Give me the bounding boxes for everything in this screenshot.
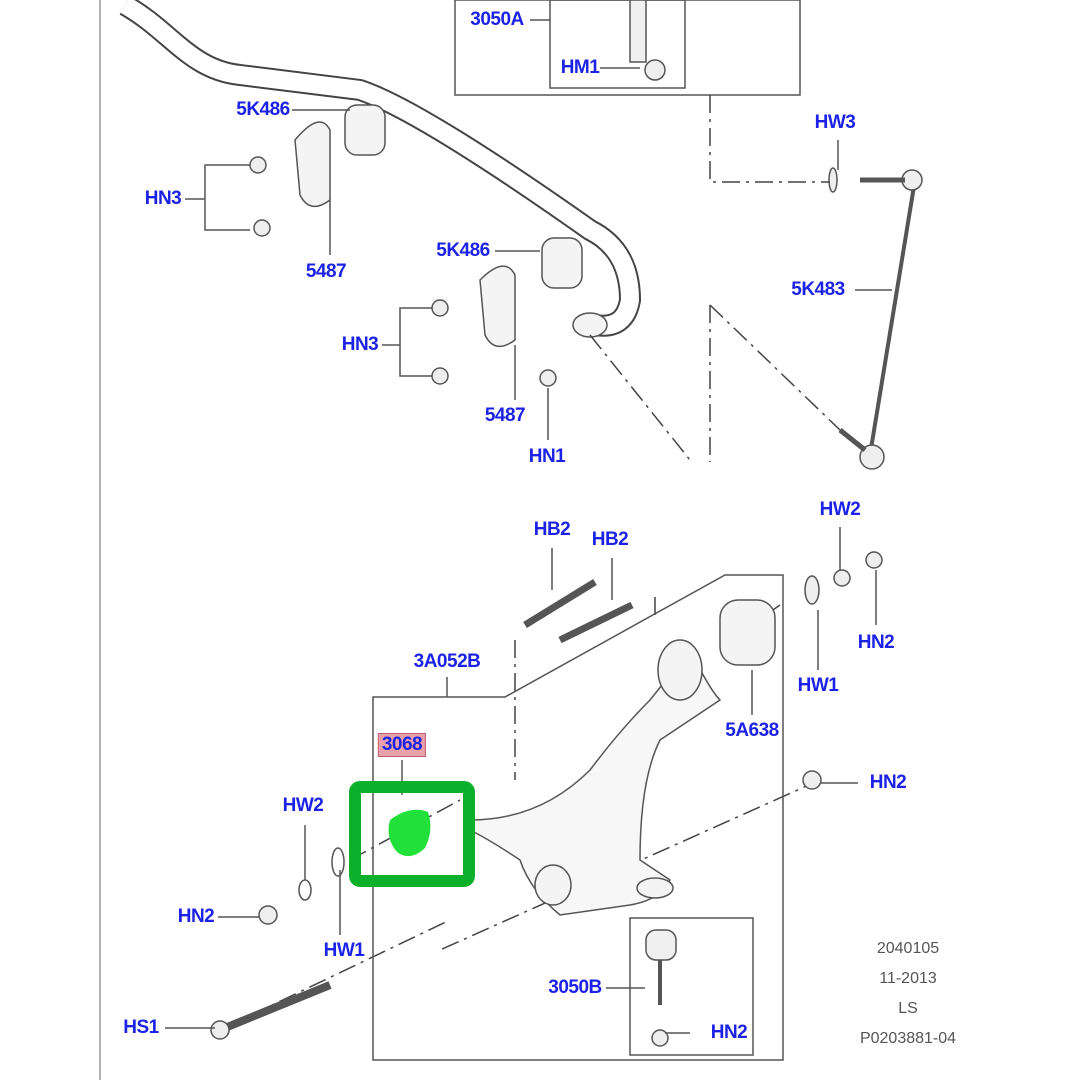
label-hn3-upper[interactable]: HN3 xyxy=(144,188,182,209)
footer-variant: LS xyxy=(898,1000,918,1017)
label-5k483[interactable]: 5K483 xyxy=(791,279,845,300)
label-5k486-upper[interactable]: 5K486 xyxy=(236,99,290,120)
label-5487-lower[interactable]: 5487 xyxy=(484,405,526,426)
footer-code: 2040105 xyxy=(876,940,940,957)
highlight-box xyxy=(349,781,475,887)
label-3050b[interactable]: 3050B xyxy=(548,977,602,998)
label-hn2-bottom[interactable]: HN2 xyxy=(710,1022,748,1043)
label-3050a[interactable]: 3050A xyxy=(470,9,524,30)
label-hw1-left[interactable]: HW1 xyxy=(323,940,365,961)
footer-ref: P0203881-04 xyxy=(859,1030,957,1047)
label-3068-highlighted[interactable]: 3068 xyxy=(377,733,427,757)
label-hw2-left[interactable]: HW2 xyxy=(282,795,324,816)
label-hn1[interactable]: HN1 xyxy=(528,446,566,467)
label-hb2-right[interactable]: HB2 xyxy=(591,529,629,550)
label-hb2-left[interactable]: HB2 xyxy=(533,519,571,540)
highlighted-bushing xyxy=(388,809,431,857)
label-hn2-right-mid[interactable]: HN2 xyxy=(869,772,907,793)
label-3a052b[interactable]: 3A052B xyxy=(413,651,481,672)
label-hn3-lower[interactable]: HN3 xyxy=(341,334,379,355)
label-hs1[interactable]: HS1 xyxy=(123,1017,159,1038)
label-hw2-right[interactable]: HW2 xyxy=(819,499,861,520)
label-hn2-right-top[interactable]: HN2 xyxy=(857,632,895,653)
label-hn2-left[interactable]: HN2 xyxy=(177,906,215,927)
label-5487-upper[interactable]: 5487 xyxy=(305,261,347,282)
label-hw3[interactable]: HW3 xyxy=(814,112,856,133)
label-5k486-lower[interactable]: 5K486 xyxy=(436,240,490,261)
label-hw1-right[interactable]: HW1 xyxy=(797,675,839,696)
label-5a638[interactable]: 5A638 xyxy=(725,720,779,741)
label-hm1[interactable]: HM1 xyxy=(560,57,600,78)
footer-date: 11-2013 xyxy=(879,970,937,987)
